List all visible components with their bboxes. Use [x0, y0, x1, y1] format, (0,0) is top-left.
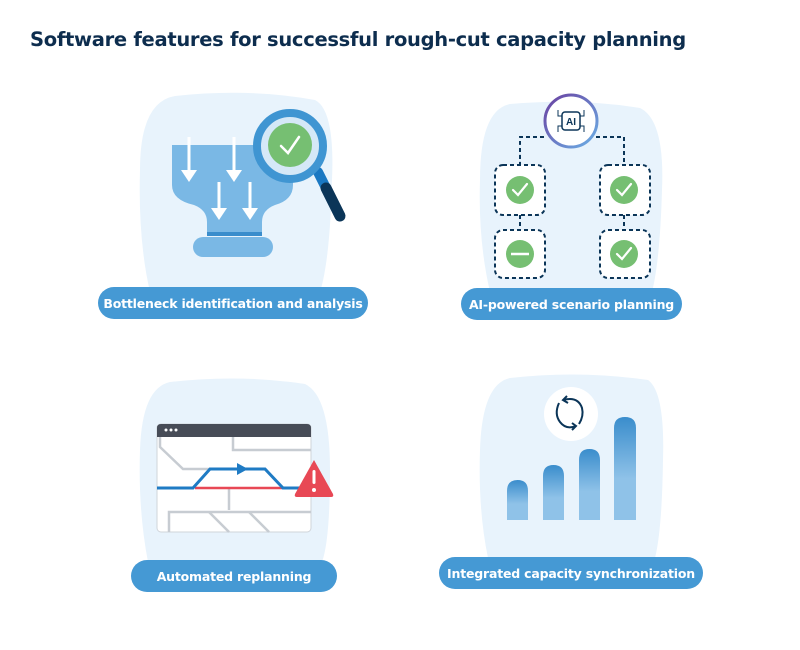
magnifier-check-icon — [253, 109, 346, 222]
bottleneck-illustration — [139, 92, 346, 292]
check-icon — [610, 176, 638, 204]
page-title: Software features for successful rough-c… — [30, 28, 686, 51]
down-arrow-icons — [181, 137, 258, 220]
sync-illustration — [479, 374, 664, 558]
browser-window — [156, 423, 312, 533]
minus-icon — [506, 240, 534, 268]
replanning-illustration — [139, 378, 334, 562]
ai-badge: AI — [566, 117, 576, 128]
ai-chip-icon: AI — [543, 93, 599, 149]
bar-chart-icon — [507, 417, 636, 520]
feature-label-bottleneck: Bottleneck identification and analysis — [98, 287, 368, 319]
sync-icon — [544, 387, 598, 441]
warning-icon — [294, 460, 334, 497]
check-icon — [506, 176, 534, 204]
ai-scenario-illustration: AI — [479, 93, 663, 292]
feature-label-replanning: Automated replanning — [131, 560, 337, 592]
check-icon — [610, 240, 638, 268]
funnel-base — [193, 237, 273, 257]
feature-label-sync: Integrated capacity synchronization — [439, 557, 703, 589]
feature-label-ai-scenario: AI-powered scenario planning — [461, 288, 682, 320]
